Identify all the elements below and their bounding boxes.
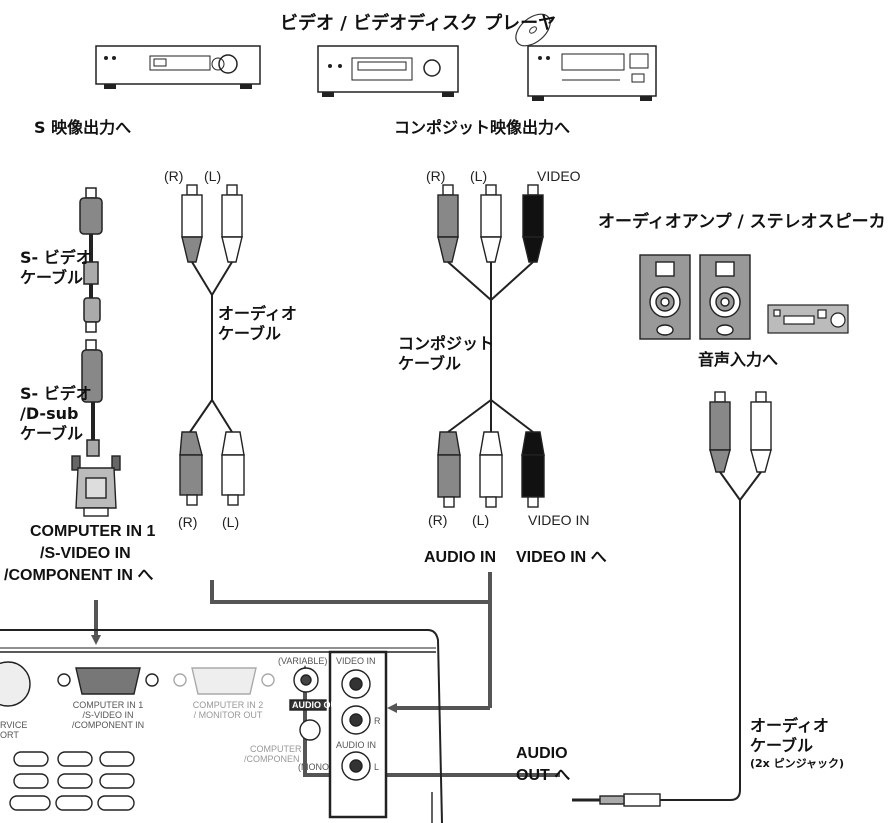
disc-icon: [515, 13, 551, 47]
computer-in-1-port-label-2: /S-VIDEO IN: [82, 710, 134, 720]
plug-label-l: (L): [472, 512, 490, 528]
plug-label-r: (R): [178, 514, 198, 530]
audio-cable-label-2: ケーブル: [218, 324, 282, 343]
s-video-dsub-cable-label-1: S- ビデオ: [20, 384, 92, 403]
composite-cable-art: [437, 184, 545, 508]
plug-label-l: (L): [470, 168, 488, 184]
s-video-output-label: S 映像出力へ: [34, 118, 132, 137]
plug-label-video-in: VIDEO IN: [528, 512, 590, 528]
service-port-label-2: ORT: [0, 730, 19, 740]
plug-label-r: (R): [428, 512, 448, 528]
audio-rca-cable-art: [179, 184, 245, 506]
plug-label-l: (L): [222, 514, 240, 530]
l-port-label: L: [374, 762, 380, 772]
audio-cable-label-1: オーディオ: [218, 304, 297, 323]
device-title: ビデオ / ビデオディスク プレーヤ: [280, 13, 557, 34]
audio-in-port-label: AUDIO IN: [336, 740, 377, 750]
composite-output-label: コンポジット映像出力へ: [394, 118, 571, 137]
plug-label-r: (R): [426, 168, 446, 184]
computer-in-2-port-label-2: / MONITOR OUT: [193, 710, 263, 720]
service-port-label-1: RVICE: [0, 720, 28, 730]
s-video-dsub-cable-label-2: /D-sub: [20, 404, 79, 423]
computer-audio-label-2: /COMPONEN: [244, 754, 300, 764]
audio-cable2-label-1: オーディオ: [750, 716, 829, 735]
s-video-cable-label-1: S- ビデオ: [20, 248, 92, 267]
r-port-label: R: [374, 716, 381, 726]
computer-in-label-3: /COMPONENT IN へ: [4, 567, 154, 584]
variable-label: (VARIABLE): [278, 656, 328, 666]
mono-label: (MONO: [298, 762, 329, 772]
dsub-connector-art: [71, 455, 121, 517]
video-in-port-label: VIDEO IN: [336, 656, 376, 666]
audio-cable2-label-3: (2x ピンジャック): [750, 757, 845, 770]
plug-label-r: (R): [164, 168, 184, 184]
amp-title: オーディオアンプ / ステレオスピーカ: [598, 212, 886, 232]
video-player-device: [317, 45, 459, 97]
speakers-art: [639, 254, 751, 340]
computer-in-1-port-label-1: COMPUTER IN 1: [72, 700, 144, 710]
s-video-dsub-cable-label-3: ケーブル: [20, 424, 84, 443]
composite-cable-label-1: コンポジット: [398, 334, 495, 353]
composite-cable-label-2: ケーブル: [398, 354, 462, 373]
computer-audio-label-1: COMPUTER: [250, 744, 302, 754]
video-in-label: VIDEO IN へ: [516, 549, 607, 566]
vcr-device: [95, 45, 261, 89]
stereo-mini-cable-art: [572, 391, 772, 807]
s-video-cable-label-2: ケーブル: [20, 268, 84, 287]
s-video-cable-art: [79, 187, 103, 457]
plug-label-video: VIDEO: [537, 168, 581, 184]
computer-in-2-port-label-1: COMPUTER IN 2: [192, 700, 264, 710]
audio-out-port-label: AUDIO OUT: [292, 700, 343, 710]
audio-input-label: 音声入力へ: [698, 350, 779, 369]
audio-out-label-2: OUT へ: [516, 767, 571, 784]
plug-label-l: (L): [204, 168, 222, 184]
computer-in-1-port-label-3: /COMPONENT IN: [71, 720, 145, 730]
computer-in-label-1: COMPUTER IN 1: [30, 523, 156, 540]
projector-panel-art: [0, 629, 443, 823]
amplifier-art: [767, 304, 849, 334]
disc-player-device: [527, 45, 657, 101]
audio-in-label: AUDIO IN: [424, 549, 496, 566]
audio-cable2-label-2: ケーブル: [750, 736, 814, 755]
computer-in-label-2: /S-VIDEO IN: [40, 545, 131, 562]
audio-out-label-1: AUDIO: [516, 745, 568, 762]
